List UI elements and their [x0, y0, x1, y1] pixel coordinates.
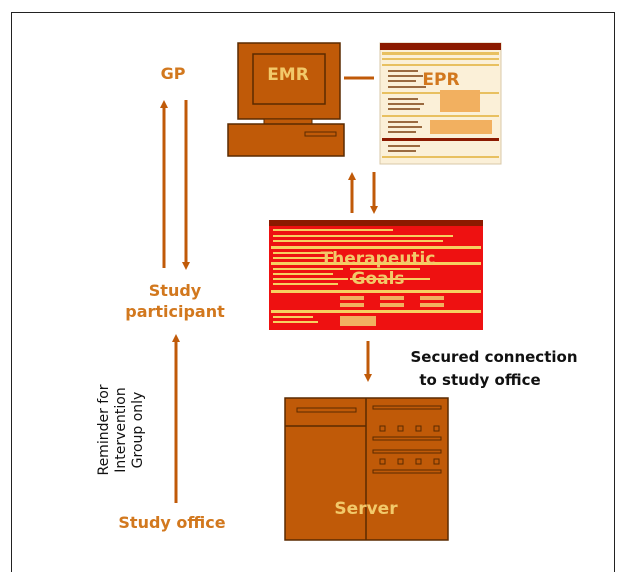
gp-label: GP	[161, 64, 186, 83]
epr-document-icon: EPR	[379, 42, 502, 165]
secured-connection-line1: Secured connection	[411, 348, 578, 366]
therapeutic-goals-sheet: Therapeutic Goals	[269, 220, 483, 330]
emr-computer-icon: EMR	[227, 42, 345, 157]
diagram-frame	[11, 12, 615, 572]
emr-label: EMR	[267, 65, 309, 85]
server-label: Server	[334, 499, 398, 519]
reminder-note: Reminder for Intervention Group only	[96, 384, 146, 475]
server-icon: Server	[284, 397, 449, 541]
epr-label: EPR	[422, 70, 459, 90]
study-participant-label-line2: participant	[125, 302, 225, 321]
study-participant-label-line1: Study	[149, 281, 202, 300]
goals-label-line2: Goals	[351, 269, 404, 289]
study-office-label: Study office	[118, 513, 225, 532]
goals-label-line1: Therapeutic	[321, 249, 436, 269]
secured-connection-line2: to study office	[419, 371, 540, 389]
reminder-line1: Reminder for	[96, 384, 112, 475]
reminder-line2: Intervention	[113, 387, 129, 472]
reminder-line3: Group only	[130, 392, 146, 469]
